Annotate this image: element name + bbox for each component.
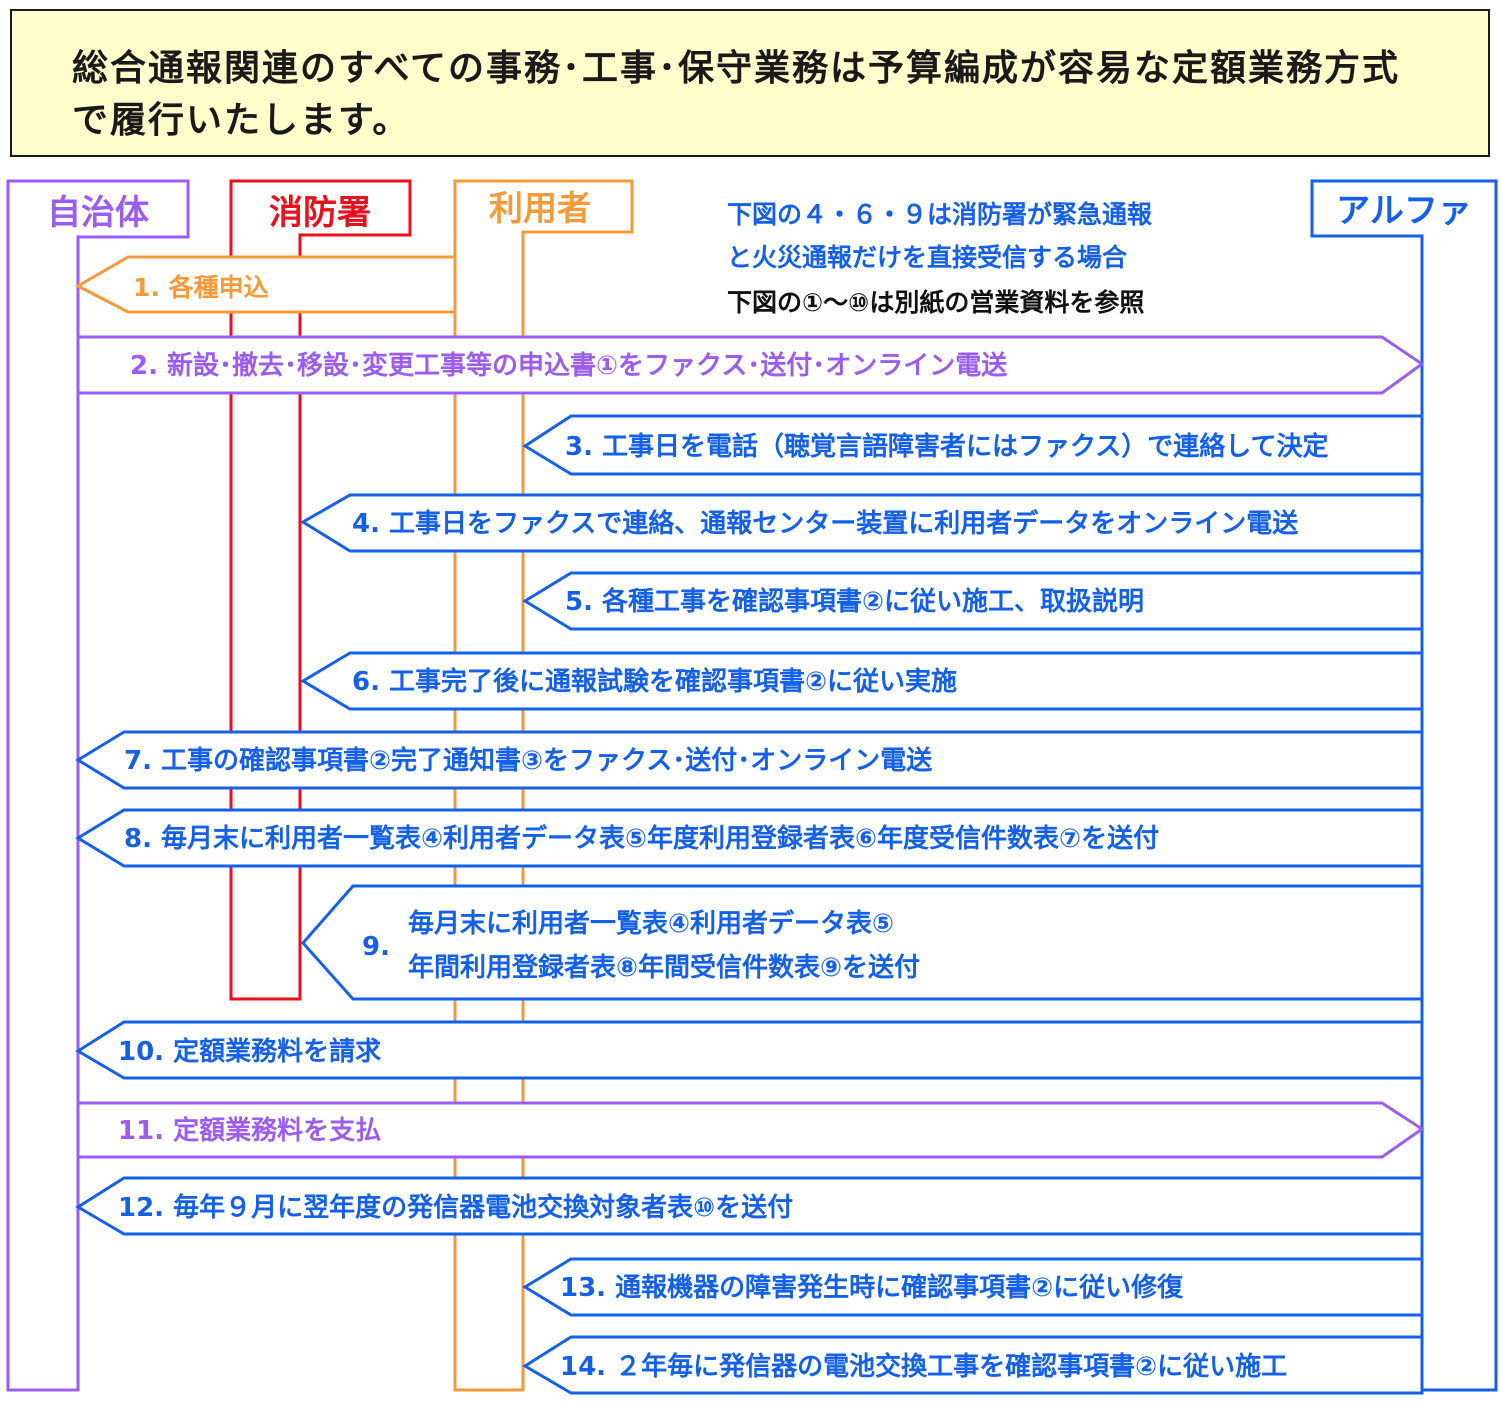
step-13-label: 13. 通報機器の障害発生時に確認事項書②に従い修復 (560, 1272, 1184, 1303)
step-1-label: 1. 各種申込 (133, 273, 269, 302)
arrow-step-6 (300, 651, 1424, 711)
step-9-label-line-2: 年間利用登録者表⑧年間受信件数表⑨を送付 (408, 952, 920, 983)
arrow-step-12 (75, 1176, 1424, 1236)
arrow-step-10 (75, 1020, 1424, 1080)
arrow-step-13 (522, 1257, 1424, 1317)
step-6-label: 6. 工事完了後に通報試験を確認事項書②に従い実施 (352, 666, 957, 697)
step-7-label: 7. 工事の確認事項書②完了通知書③をファクス･送付･オンライン電送 (124, 745, 932, 776)
arrow-step-4 (300, 493, 1424, 553)
step-14-label: 14. ２年毎に発信器の電池交換工事を確認事項書②に従い施工 (560, 1351, 1287, 1382)
lane-label-riyosha: 利用者 (489, 189, 591, 229)
arrow-step-2 (76, 335, 1425, 395)
header-text-line-2: で履行いたします。 (72, 100, 411, 141)
note-line-2: と火災通報だけを直接受信する場合 (727, 243, 1128, 272)
arrow-step-3 (522, 414, 1424, 476)
step-8-label: 8. 毎月末に利用者一覧表④利用者データ表⑤年度利用登録者表⑥年度受信件数表⑦を… (124, 823, 1159, 854)
arrow-step-14 (522, 1335, 1424, 1395)
arrow-step-1 (74, 255, 457, 314)
lane-label-shobosho: 消防署 (269, 193, 371, 233)
step-11-label: 11. 定額業務料を支払 (118, 1115, 381, 1146)
step-10-label: 10. 定額業務料を請求 (118, 1036, 381, 1067)
lane-riyosha-outline (453, 179, 634, 1392)
step-9-label-line-1: 毎月末に利用者一覧表④利用者データ表⑤ (408, 908, 894, 939)
lane-label-alpha: アルファ (1336, 191, 1472, 231)
note-line-1: 下図の４・６・９は消防署が緊急通報 (727, 200, 1153, 229)
lane-label-jichitai: 自治体 (47, 193, 149, 233)
step-5-label: 5. 各種工事を確認事項書②に従い施工、取扱説明 (565, 586, 1144, 617)
header-box: 総合通報関連のすべての事務･工事･保守業務は予算編成が容易な定額業務方式 で履行… (10, 9, 1490, 157)
arrow-step-7 (75, 730, 1424, 790)
step-4-label: 4. 工事日をファクスで連絡、通報センター装置に利用者データをオンライン電送 (352, 508, 1298, 539)
header-text-line-1: 総合通報関連のすべての事務･工事･保守業務は予算編成が容易な定額業務方式 (72, 48, 1401, 89)
step-9-number: 9. (362, 932, 390, 962)
note-line-3: 下図の①～⑩は別紙の営業資料を参照 (727, 288, 1144, 317)
lane-shobosho-outline (229, 179, 412, 1001)
arrow-step-11 (76, 1101, 1425, 1159)
lane-jichitai-outline (6, 179, 190, 1392)
arrow-step-8 (75, 808, 1424, 868)
step-12-label: 12. 毎年９月に翌年度の発信器電池交換対象者表⑩を送付 (118, 1192, 793, 1223)
step-3-label: 3. 工事日を電話（聴覚言語障害者にはファクス）で連絡して決定 (565, 431, 1328, 462)
step-2-label: 2. 新設･撤去･移設･変更工事等の申込書①をファクス･送付･オンライン電送 (130, 350, 1007, 381)
arrow-step-5 (522, 571, 1424, 631)
arrow-step-9 (300, 884, 1424, 1001)
